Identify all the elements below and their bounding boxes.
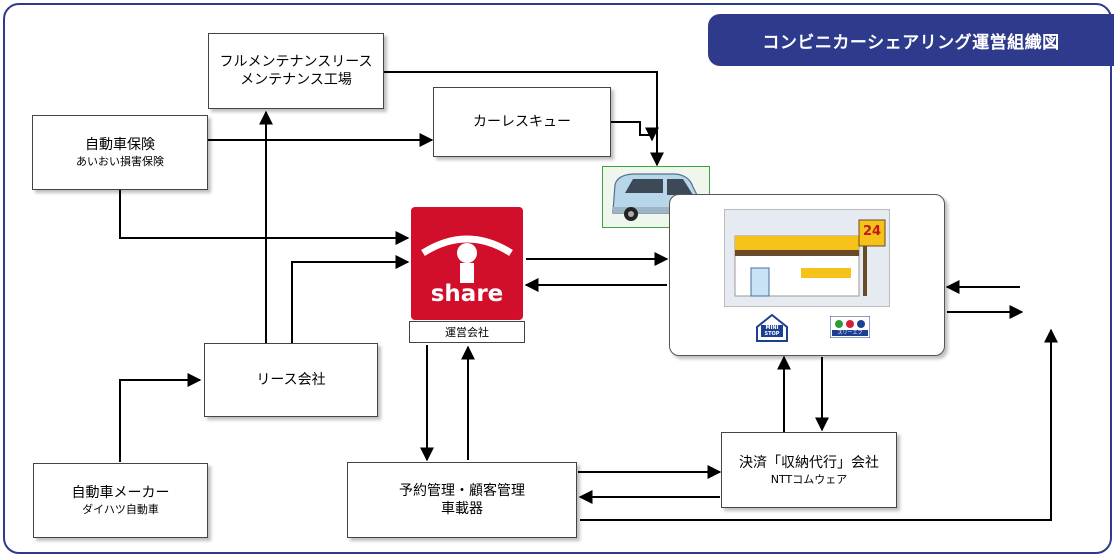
payment-sub: NTTコムウェア	[770, 472, 848, 486]
arrow-reservation-to-right	[580, 328, 1058, 521]
ministop-icon	[756, 313, 788, 342]
reservation-line1: 予約管理・顧客管理	[399, 483, 525, 499]
three-f-logo: スリーエフ	[829, 315, 871, 339]
box-reservation: 予約管理・顧客管理 車載器	[347, 462, 577, 538]
insurance-main: 自動車保険	[85, 137, 155, 153]
operator-label: 運営会社	[409, 321, 525, 343]
ministop-text: MINI STOP	[764, 325, 780, 337]
store-building-icon	[734, 219, 886, 297]
box-maker: 自動車メーカー ダイハツ自動車	[33, 463, 208, 538]
maker-sub: ダイハツ自動車	[82, 503, 159, 516]
box-insurance: 自動車保険 あいおい損害保険	[32, 115, 208, 190]
car-photo	[602, 166, 710, 228]
maker-main: 自動車メーカー	[71, 485, 170, 501]
reservation-line2: 車載器	[441, 501, 483, 517]
arrow-maker-to-lease	[119, 373, 202, 462]
arrow-lease-to-operator	[291, 255, 410, 343]
box-carless: カーレスキュー	[433, 87, 611, 157]
store-sign-number: 24	[862, 224, 882, 239]
payment-main: 決済「収納代行」会社	[739, 454, 879, 471]
arrow-insurance-to-operator	[119, 190, 410, 245]
maintenance-line2: メンテナンス工場	[240, 72, 352, 88]
box-maintenance: フルメンテナンスリース メンテナンス工場	[208, 33, 384, 109]
diagram-title: コンビニカーシェアリング運営組織図	[708, 14, 1114, 66]
box-payment: 決済「収納代行」会社 NTTコムウェア	[721, 432, 897, 508]
diagram-frame	[3, 3, 1112, 554]
convenience-store-illustration: 24	[724, 209, 890, 307]
ishare-mark-icon	[421, 235, 513, 283]
lease-label: リース会社	[256, 372, 326, 388]
three-f-text: スリーエフ	[837, 330, 863, 336]
box-lease: リース会社	[204, 343, 378, 417]
ministop-logo: MINI STOP	[754, 313, 790, 343]
three-f-icon	[829, 315, 871, 339]
insurance-sub: あいおい損害保険	[76, 155, 164, 168]
ishare-text: share	[430, 281, 504, 307]
arrow-carless-to-car	[611, 121, 659, 142]
ishare-logo: share	[411, 207, 523, 320]
carless-label: カーレスキュー	[473, 114, 571, 130]
maintenance-line1: フルメンテナンスリース	[219, 54, 373, 70]
